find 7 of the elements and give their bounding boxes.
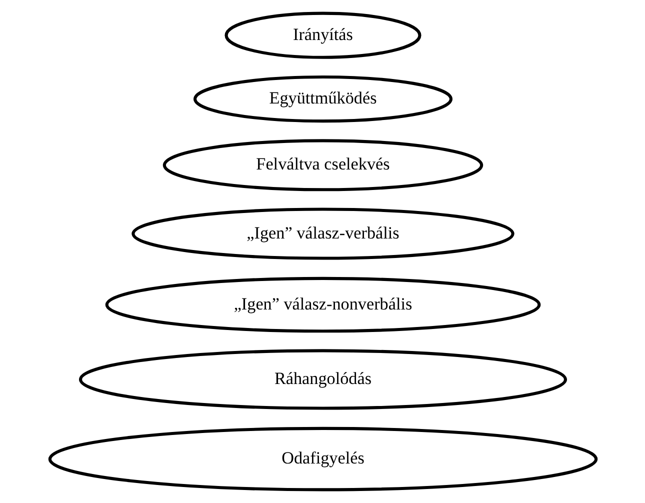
node-ellipse: Irányítás	[224, 12, 421, 59]
node-ellipse: Felváltva cselekvés	[162, 139, 483, 192]
node-ellipse: Odafigyelés	[48, 426, 598, 492]
node-ellipse: „Igen” válasz-nonverbális	[104, 276, 540, 333]
node-ellipse: „Igen” válasz-verbális	[131, 208, 514, 260]
node-ellipse: Együttműködés	[193, 75, 452, 123]
node-ellipse: Ráhangolódás	[78, 349, 567, 410]
